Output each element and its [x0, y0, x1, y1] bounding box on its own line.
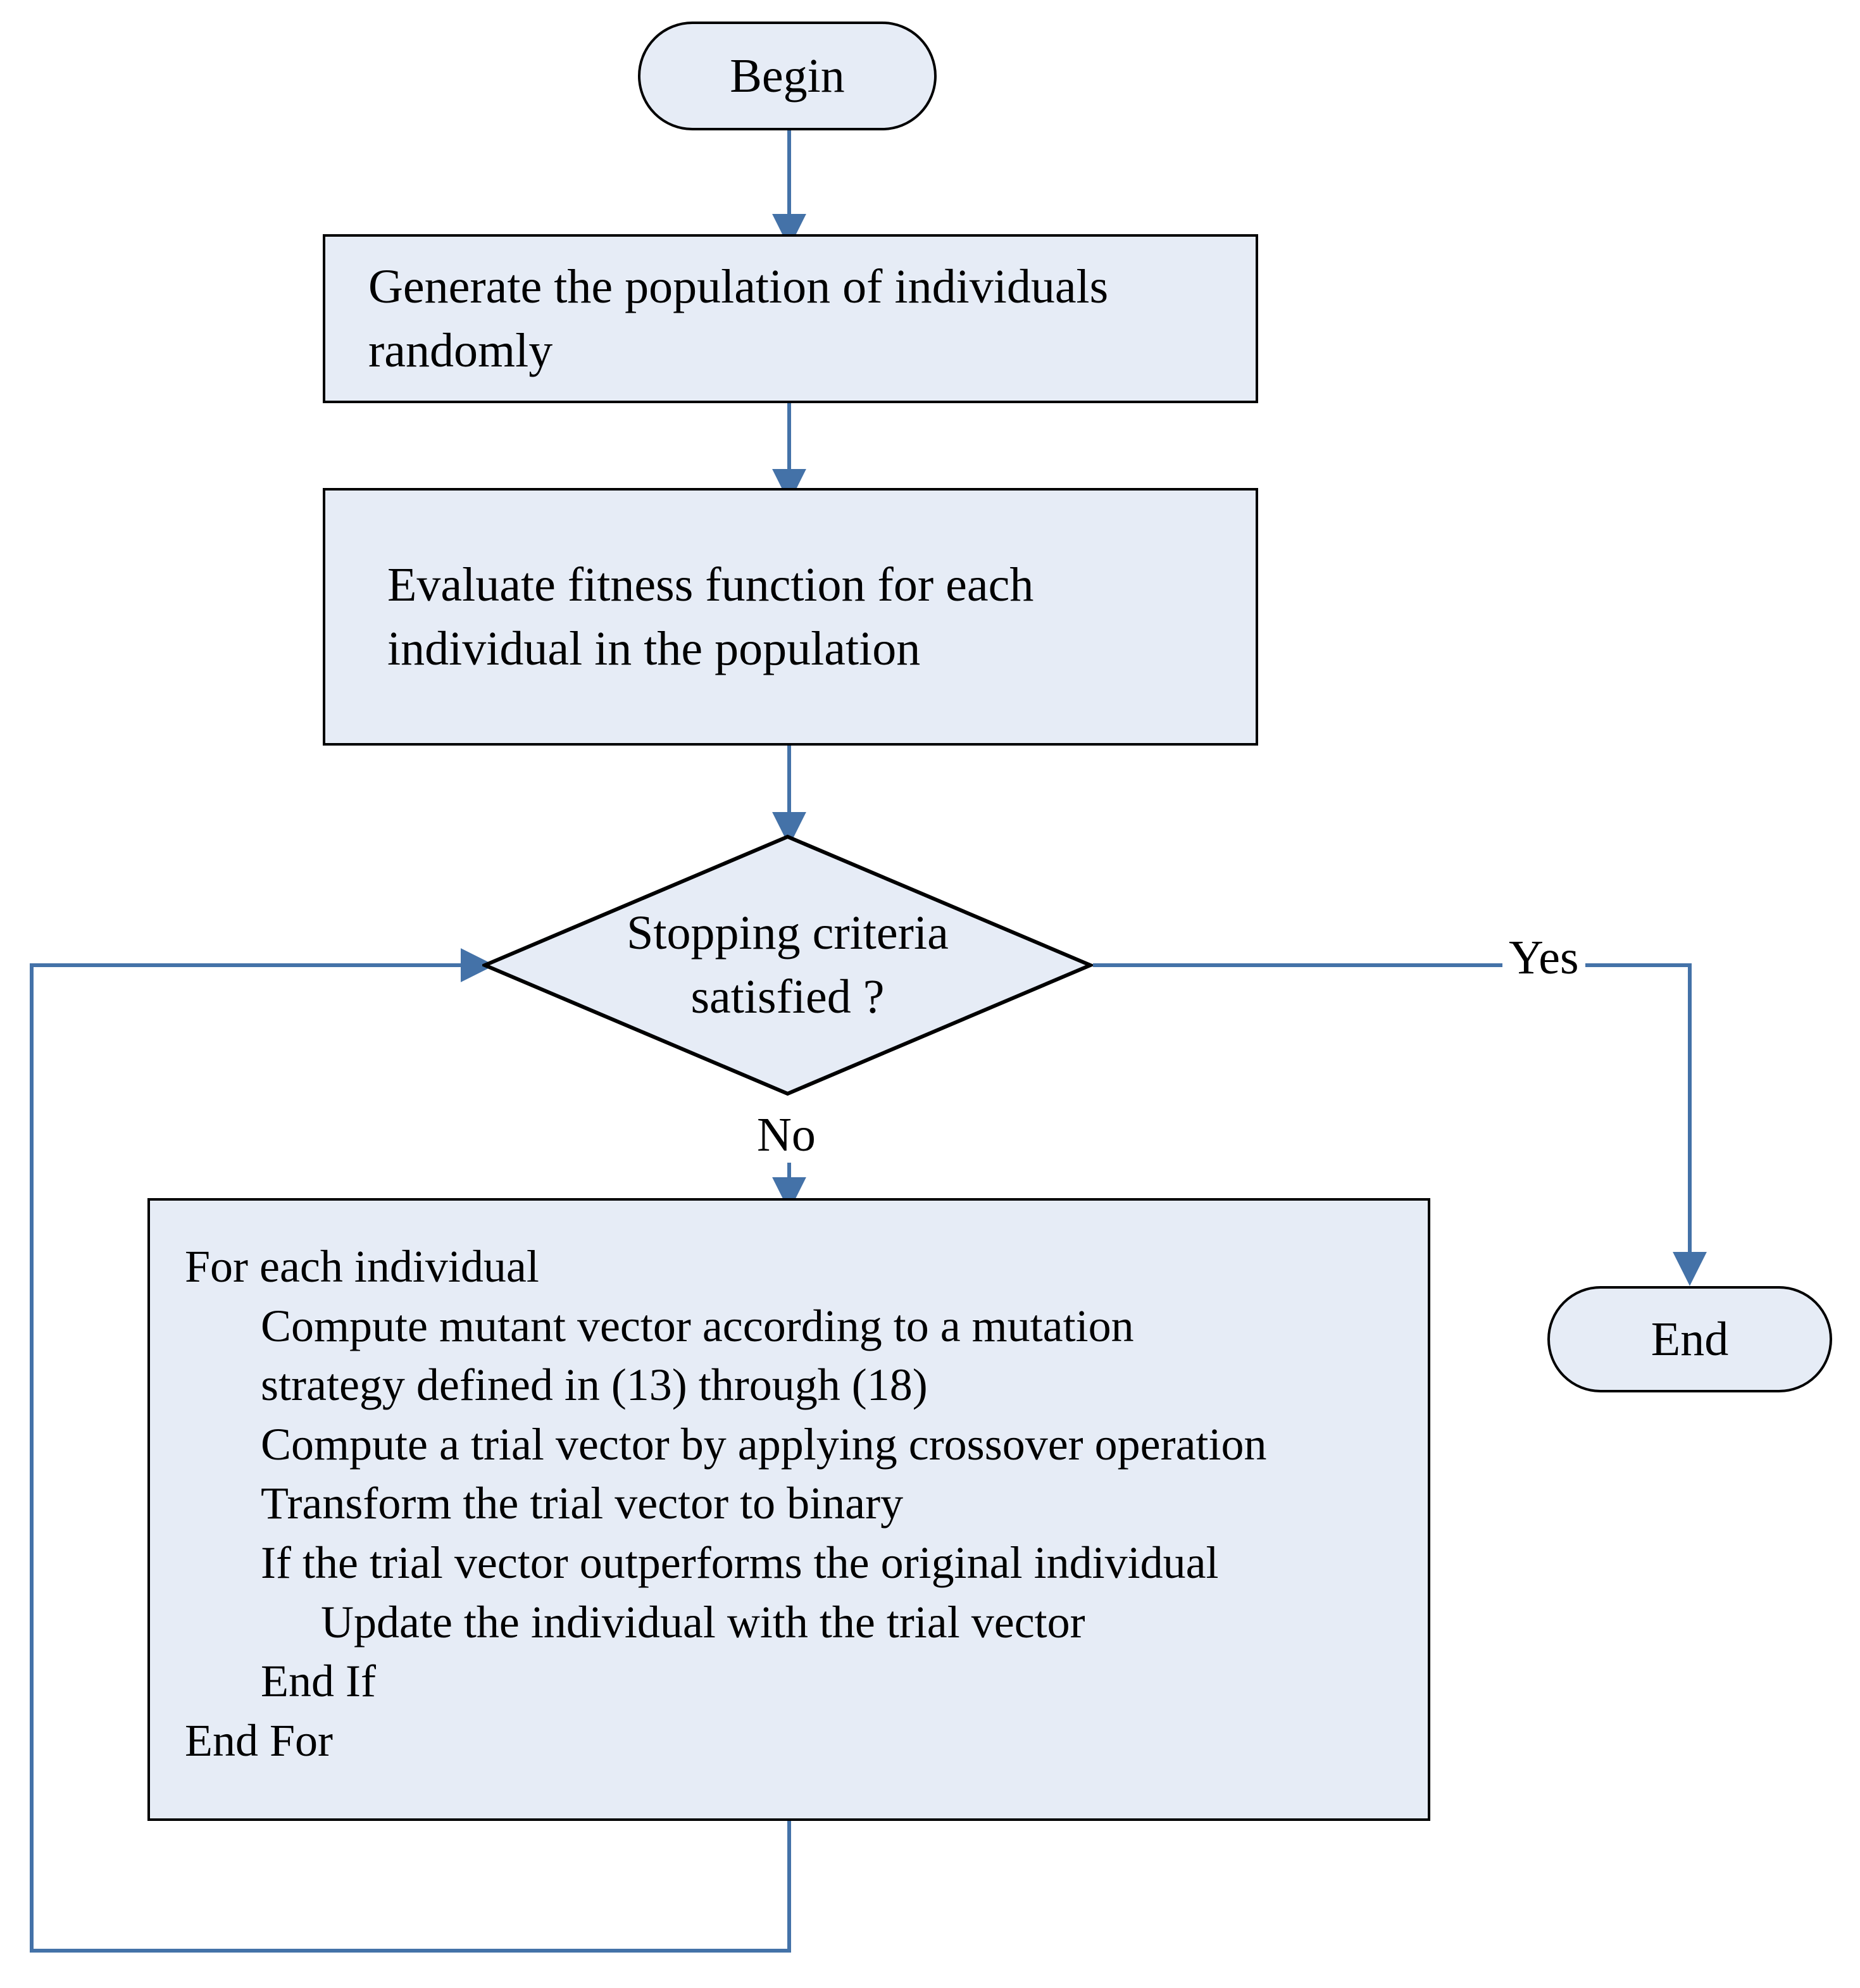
node-end-label: End	[1651, 1312, 1729, 1366]
edge-label-no: No	[751, 1108, 822, 1163]
body-line: Compute a trial vector by applying cross…	[261, 1418, 1267, 1470]
node-evaluate-line-1: Evaluate fitness function for each	[387, 558, 1034, 612]
decision-diamond-shape	[480, 834, 1095, 1096]
body-line: End For	[185, 1715, 333, 1766]
node-generate-population[interactable]: Generate the population of individuals r…	[323, 234, 1258, 403]
node-begin[interactable]: Begin	[638, 22, 937, 130]
node-decision-line-1: Stopping criteria	[627, 906, 949, 960]
body-line: For each individual	[185, 1241, 539, 1292]
body-line: Transform the trial vector to binary	[261, 1478, 904, 1529]
body-line: Update the individual with the trial vec…	[321, 1596, 1085, 1647]
node-stopping-criteria-decision[interactable]: Stopping criteria satisfied ?	[480, 834, 1095, 1096]
body-line: strategy defined in (13) through (18)	[261, 1360, 928, 1411]
node-evaluate-line-2: individual in the population	[387, 622, 921, 675]
node-generate-line-1: Generate the population of individuals	[368, 260, 1109, 314]
node-generate-line-2: randomly	[368, 323, 553, 377]
node-evaluate-fitness[interactable]: Evaluate fitness function for each indiv…	[323, 488, 1258, 746]
node-end[interactable]: End	[1547, 1286, 1832, 1392]
body-line: Compute mutant vector according to a mut…	[261, 1300, 1134, 1351]
node-decision-line-2: satisfied ?	[690, 970, 885, 1023]
body-lines: For each individual Compute mutant vecto…	[150, 1201, 1267, 1770]
node-begin-label: Begin	[730, 49, 845, 103]
body-line: End If	[261, 1656, 376, 1707]
edge-label-yes: Yes	[1502, 930, 1585, 985]
body-line: If the trial vector outperforms the orig…	[261, 1537, 1219, 1588]
node-for-each-individual-body[interactable]: For each individual Compute mutant vecto…	[147, 1198, 1430, 1821]
